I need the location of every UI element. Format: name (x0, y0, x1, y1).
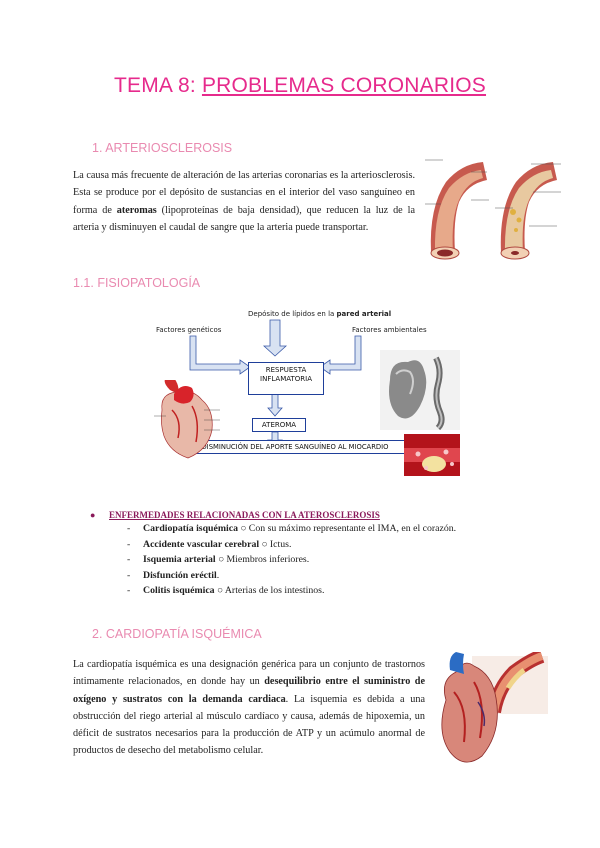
artery-section-image (404, 434, 460, 476)
section-heading-cardiopatia: 2. CARDIOPATÍA ISQUÉMICA (92, 627, 262, 641)
list-item: -Disfunción eréctil. (127, 569, 220, 581)
heart-grayscale-illustration (380, 350, 460, 430)
para-text-1: La cardiopatía isquémica es una designac… (73, 659, 425, 688)
list-item-bold: Cardiopatía isquémica (143, 523, 238, 534)
section-heading-arteriosclerosis: 1. ARTERIOSCLEROSIS (92, 141, 233, 155)
para-text-1: La causa más frecuente de alteración de … (73, 170, 415, 216)
para-text-2: . La isquemia es debida a una obstrucció… (73, 693, 425, 757)
list-item: -Cardiopatía isquémica ○ Con su máximo r… (127, 523, 457, 534)
list-item-bold: Disfunción eréctil (143, 569, 217, 581)
section-heading-fisiopatologia: 1.1. FISIOPATOLOGÍA (73, 276, 201, 290)
enfermedades-list: -Cardiopatía isquémica ○ Con su máximo r… (127, 521, 547, 599)
box-respuesta-inflamatoria: RESPUESTA INFLAMATORIA (248, 362, 324, 395)
para-bold-ateromas: ateromas (116, 204, 157, 216)
para-bold-desequilibrio: desequilibrio entre el suministro de oxí… (73, 676, 425, 705)
heart-illustration-left (154, 380, 220, 459)
label-deposito-bold: pared arterial (336, 310, 392, 318)
list-item-bold: Accidente vascular cerebral (143, 538, 260, 550)
title-prefix: TEMA 8: (113, 74, 202, 97)
heart-artery-illustration (441, 652, 548, 763)
label-factores-geneticos: Factores genéticos (156, 326, 222, 334)
list-item-bold: Colitis isquémica (143, 585, 215, 596)
list-item: -Isquemia arterial ○ Miembros inferiores… (127, 554, 310, 565)
label-deposito: Depósito de lípidos en la pared arterial (248, 310, 391, 318)
list-item-rest: ○ Ictus. (259, 538, 292, 550)
title-main: PROBLEMAS CORONARIOS (201, 74, 487, 97)
list-item-rest: ○ Miembros inferiores. (215, 554, 310, 565)
para-text-2: (lipoproteínas de baja densidad), que re… (73, 204, 415, 233)
bullet-dot: ● (90, 510, 96, 520)
list-item-rest: ○ Arterias de los intestinos. (214, 585, 325, 596)
list-item-rest: . (216, 569, 220, 581)
list-item-bold: Isquemia arterial (143, 554, 216, 565)
enfermedades-title: ENFERMEDADES RELACIONADAS CON LA ATEROSC… (109, 510, 380, 520)
list-item: -Accidente vascular cerebral ○ Ictus. (127, 538, 292, 550)
artery-illustration (425, 159, 561, 260)
fisiopatologia-diagram: Depósito de lípidos en la pared arterial… (150, 302, 460, 464)
paragraph-arteriosclerosis: La causa más frecuente de alteración de … (73, 167, 415, 236)
page-title: TEMA 8: PROBLEMAS CORONARIOS (0, 74, 600, 98)
list-item-rest: ○ Con su máximo representante el IMA, en… (237, 523, 457, 534)
box-ateroma: ATEROMA (252, 418, 306, 432)
label-deposito-text: Depósito de lípidos en la (248, 310, 337, 318)
label-factores-ambientales: Factores ambientales (352, 326, 427, 334)
list-item: -Colitis isquémica ○ Arterias de los int… (127, 585, 325, 596)
paragraph-cardiopatia: La cardiopatía isquémica es una designac… (73, 656, 425, 760)
